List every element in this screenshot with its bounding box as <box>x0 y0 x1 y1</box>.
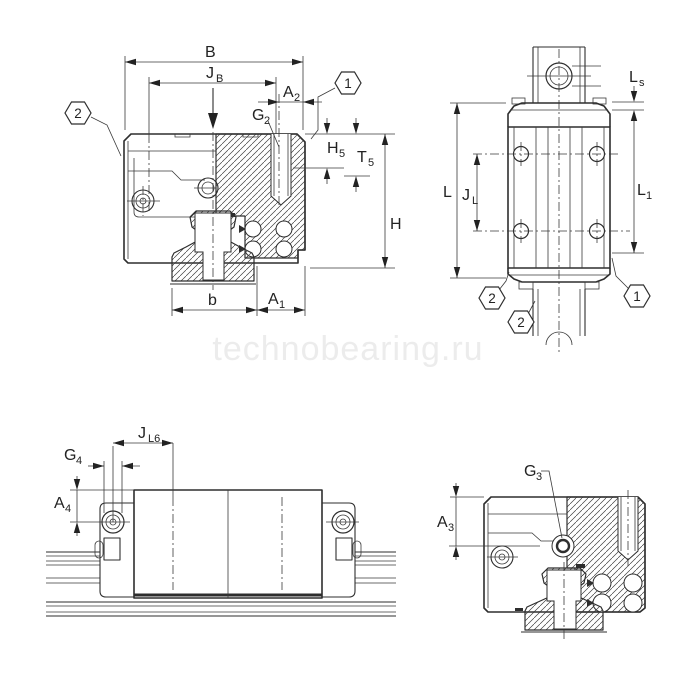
rail-top-segment <box>527 46 601 103</box>
rail-bottom-segment <box>532 289 586 346</box>
dim-G4: G 4 <box>64 447 140 513</box>
dim-label-T5-sub: 5 <box>368 157 374 169</box>
thread-hole-g2 <box>270 134 292 206</box>
dim-label-B: B <box>205 44 216 61</box>
callout-2-plan-cap: 2 <box>478 271 510 310</box>
dim-label-JL6-sub: L6 <box>148 433 160 445</box>
dim-label-Ls-sub: s <box>639 77 645 89</box>
end-cap-side-right <box>322 502 362 598</box>
dim-A3: A 3 <box>437 483 540 560</box>
center-load-arrow <box>208 88 218 290</box>
dim-label-G3: G <box>524 463 536 480</box>
dim-H: H <box>310 134 402 269</box>
dim-B: B <box>124 44 304 130</box>
dim-label-L1: L <box>637 182 646 199</box>
dim-label-A1-sub: 1 <box>279 299 285 311</box>
dim-label-G2-sub: 2 <box>264 115 270 127</box>
thread-hole-top <box>617 490 639 566</box>
top-plan-view: L J L L s L 1 <box>443 46 652 352</box>
dim-A4: A 4 <box>54 476 134 536</box>
dim-JL: J L <box>462 154 481 231</box>
rail-section-bottom <box>521 562 607 642</box>
dim-label-T5: T <box>357 149 367 166</box>
callout-1-front: 1 <box>310 71 362 140</box>
dim-label-G3-sub: 3 <box>536 471 542 483</box>
dim-label-A4-sub: 4 <box>65 503 71 515</box>
balls <box>239 220 293 258</box>
grease-nipple-front-left <box>127 186 160 216</box>
dim-label-A4: A <box>54 495 65 512</box>
dim-L1: L 1 <box>612 126 652 254</box>
dim-G3: G 3 <box>524 463 563 539</box>
dim-label-H: H <box>390 216 402 233</box>
callout-2-front: 2 <box>64 101 122 157</box>
watermark-text: technobearing.ru <box>212 330 483 368</box>
callout-2-front-number: 2 <box>74 106 82 121</box>
dim-label-A1: A <box>268 291 279 308</box>
dim-A1: A 1 <box>257 266 306 316</box>
side-section-view: A 3 G 3 <box>437 463 646 642</box>
dim-label-A2-sub: 2 <box>294 92 300 104</box>
grease-nipple-section-left <box>487 545 518 569</box>
rail-side <box>46 551 396 617</box>
callout-2-plan-rail-number: 2 <box>517 315 525 330</box>
dim-label-JL: J <box>462 187 470 204</box>
dim-label-A3: A <box>437 514 448 531</box>
end-cap-side-left <box>94 502 134 598</box>
lube-port-g3 <box>551 534 575 558</box>
dim-L: L <box>443 102 506 279</box>
carriage-plan-body <box>473 126 630 269</box>
dim-label-A2: A <box>283 84 294 101</box>
dim-label-Ls: L <box>629 69 638 86</box>
dim-label-JL6: J <box>138 425 146 442</box>
dim-label-JL-sub: L <box>472 195 478 207</box>
grease-nipple-front-center <box>194 177 219 199</box>
dim-JL6: J L6 <box>112 425 174 522</box>
dim-label-G2: G <box>252 107 264 124</box>
dim-G2: G 2 <box>252 107 280 148</box>
dim-label-H5: H <box>327 140 339 157</box>
dim-label-L: L <box>443 184 452 201</box>
dim-H5: H 5 <box>293 118 395 184</box>
dim-A2: A 2 <box>258 84 322 208</box>
dim-label-G4-sub: 4 <box>76 455 82 467</box>
dim-label-JB-sub: B <box>216 73 223 85</box>
balls-section <box>587 573 643 613</box>
callout-1-plan: 1 <box>611 257 651 308</box>
callout-1-front-number: 1 <box>344 76 352 91</box>
dim-Ls: L s <box>612 69 645 126</box>
dim-label-H5-sub: 5 <box>339 148 345 160</box>
dim-label-JB: J <box>206 65 214 82</box>
dim-label-L1-sub: 1 <box>646 190 652 202</box>
front-section-view: B J B A 2 G 2 <box>64 44 402 316</box>
side-elevation-view: J L6 G 4 A 4 <box>46 425 396 617</box>
callout-2-plan-cap-number: 2 <box>488 291 496 306</box>
callout-2-plan-rail: 2 <box>507 300 536 334</box>
carriage-side-body <box>133 489 323 599</box>
dim-label-G4: G <box>64 447 76 464</box>
dim-label-A3-sub: 3 <box>448 522 454 534</box>
dim-T5: T 5 <box>344 118 374 192</box>
dim-b: b <box>171 266 258 316</box>
end-cap-bottom <box>507 268 611 290</box>
dim-label-b: b <box>208 292 217 309</box>
dim-JB: J B <box>148 65 277 212</box>
callout-1-plan-number: 1 <box>633 289 641 304</box>
